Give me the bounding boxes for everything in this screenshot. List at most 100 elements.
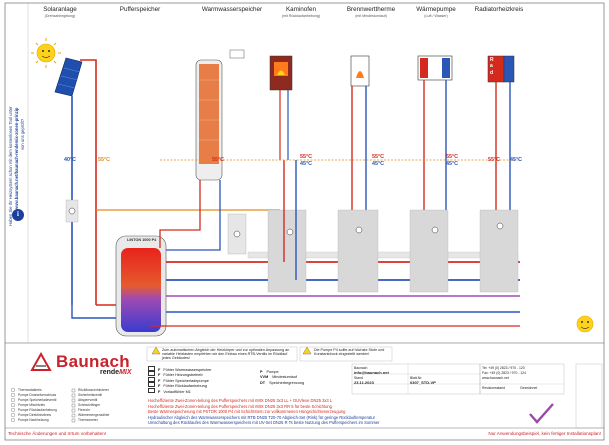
column-header-sub: (mit Rücklaufanhebung)	[281, 14, 321, 18]
mascot-smiley-icon	[576, 315, 594, 333]
symbol-key-item: Thermostatkreis	[18, 388, 42, 392]
symbol-key-item: Pumpe Speicherladeventil	[18, 398, 57, 402]
column-header-label: Warmwasserspeicher	[201, 6, 263, 13]
heatpump-icon	[417, 55, 453, 81]
symbol-key-item: Pumpe Nachheizung	[18, 418, 49, 422]
radiator-supply-temp: 55°C	[488, 157, 501, 163]
note-box-right	[299, 346, 393, 362]
brand-mark-icon	[30, 352, 52, 371]
symbol-key-item: Wärmemengenzähler	[78, 413, 110, 417]
column-header-label: Wärmepumpe	[416, 6, 456, 13]
symbol-key-item: Pumpe Mischkreis	[18, 403, 45, 407]
tb-contact-line: Tel: +49 (0) 2823 / 970 - 120	[482, 366, 525, 370]
drawing-frame	[4, 2, 605, 441]
symbol-key-item: Pumpe Drosselverschluss	[18, 393, 57, 397]
tb-drawing-no: 0307_STD-VP	[410, 380, 436, 385]
solar-pump-icon	[68, 207, 76, 215]
column-header-label: Kaminofen	[285, 6, 317, 13]
note-left: Zum automatischen Abgleich der Heizkörpe…	[162, 348, 290, 361]
warmwater-tank	[195, 59, 223, 181]
puffer-tank	[115, 235, 167, 337]
approval-check-icon	[529, 403, 554, 424]
ww-pump-icon	[233, 230, 241, 238]
title-block-right	[479, 363, 565, 395]
column-header-5: Wärmepumpe(Luft / Wasser)	[416, 6, 456, 18]
column-header-label: Radiatorheizkreis	[474, 6, 524, 13]
tb-rev-label: Revisionsstand	[482, 386, 505, 390]
brennwert-boiler-icon	[350, 55, 370, 87]
column-header-label: Brennwerttherme	[346, 6, 396, 13]
solar-temp: 40°C	[64, 157, 77, 163]
hint-row: Hydraulischer Abgleich des Warmwasserspe…	[148, 414, 375, 420]
note-box-left	[146, 346, 298, 362]
symbol-key-item: Schmutzfänger	[78, 403, 101, 407]
puffer-temp: 55°C	[98, 157, 111, 163]
baunach-logo: Baunach rendeMIX	[56, 352, 132, 376]
column-header-sub: (mit Mindestumlauf)	[355, 14, 387, 18]
warning-icon	[151, 346, 312, 355]
promo-line-1: Haben Sie Ihr Heizsystem schon mit dem k…	[8, 106, 13, 226]
column-header-3: Kaminofen(mit Rücklaufanhebung)	[282, 6, 320, 18]
hint-row: Hocheffiziente Zwei-Zonen-teilung des Pu…	[148, 403, 332, 409]
radiator-station	[479, 209, 519, 293]
kamin-station	[267, 209, 307, 293]
column-header-1: Pufferspeicher	[120, 6, 161, 13]
symbol-key-item: Pumpe Rücklaufanhebung	[18, 408, 57, 412]
tb-company: Baunach	[354, 366, 368, 370]
info-icon[interactable]: i	[17, 210, 19, 218]
tb-drawing-label: Blatt-Nr.	[410, 376, 423, 380]
symbol-key-item: Thermometer	[78, 418, 98, 422]
heatpump-station	[409, 209, 449, 293]
hint-row: Beste Wärmespeicherung mit PSTOR 1000 P4…	[148, 409, 346, 415]
symbol-key-item: Sicherheitsventil	[78, 393, 103, 397]
column-header-label: Solaranlage	[43, 6, 77, 13]
symbol-key-icons	[11, 388, 76, 423]
kamin-pump-icon	[286, 228, 294, 236]
rad-indicator: R a d	[490, 57, 494, 76]
tb-email[interactable]: info@baunach.net	[354, 370, 389, 375]
tb-contact-line: www.baunach.net	[482, 376, 509, 380]
brennwert-pump-icon	[355, 226, 363, 234]
radiator-return-temp: 45°C	[510, 157, 523, 163]
footer-right: Nur Anwendungsbeispiel, kein fertiger In…	[488, 431, 601, 436]
heatpump-pump-icon	[431, 226, 439, 234]
footer-left: Technische Änderungen und Irrtum vorbeha…	[8, 431, 107, 436]
column-header-label: Pufferspeicher	[119, 6, 161, 13]
brand-sub: rendeMIX	[100, 369, 132, 376]
column-header-0: Solaranlage(Drehzahlregelung)	[43, 6, 77, 18]
promo-link[interactable]: www.baunach.net/baunach-rendemix-zonen-p…	[14, 107, 19, 210]
hint-row: Hocheffiziente Zwei-Zonen-teilung des Pu…	[148, 398, 333, 403]
kaminofen-icon	[269, 55, 293, 91]
column-header-6: Radiatorheizkreis	[475, 6, 524, 13]
radiator-icon	[487, 55, 515, 83]
tb-sign-label: Gezeichnet	[520, 386, 538, 390]
brennwert-station	[337, 209, 379, 293]
column-header-sub: (Luft / Wasser)	[424, 14, 448, 18]
promo-line-3: von uns geprüft?	[20, 118, 25, 150]
puffer-label: LINTON 1000 P4	[127, 238, 157, 242]
column-header-4: Brennwerttherme(mit Mindestumlauf)	[347, 6, 395, 18]
hint-row: Umschaltung des Rücklaufes des Warmwasse…	[148, 420, 380, 426]
symbol-key-item: Absperrventil	[78, 398, 98, 402]
tb-date-label: Stand	[354, 376, 363, 380]
pumpe-label-box	[229, 49, 245, 59]
info-badge-circle	[12, 209, 24, 221]
tb-date: 23.11.2023	[354, 380, 374, 385]
note-right: Die Pumpe P4 sollte auf höchste Stufe un…	[314, 348, 385, 357]
column-header-sub: (Drehzahlregelung)	[44, 14, 76, 18]
brand-name: Baunach	[56, 352, 130, 371]
radiator-pump-icon	[496, 222, 504, 230]
